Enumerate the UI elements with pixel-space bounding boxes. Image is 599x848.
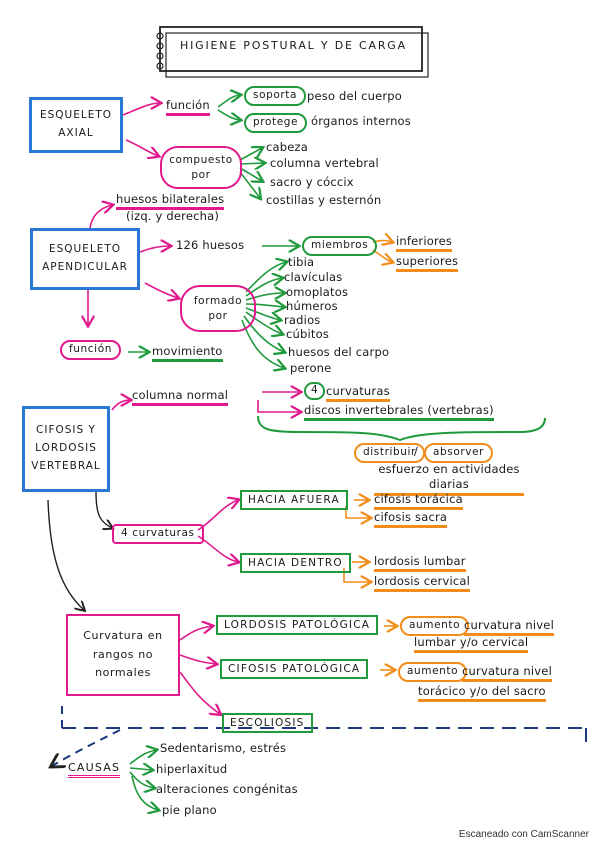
page-title: HIGIENE POSTURAL Y DE CARGA <box>180 39 407 52</box>
compuesto-pill: compuesto por <box>160 146 242 190</box>
hacia-dentro-box: HACIA DENTRO <box>240 553 351 573</box>
curvatura-anormal-label: Curvatura en rangos no normales <box>83 628 163 680</box>
miembros-pill: miembros <box>302 236 378 256</box>
title-frame <box>156 26 429 78</box>
cifosis-lordosis-box: CIFOSIS Y LORDOSIS VERTEBRAL <box>22 406 110 492</box>
causa-0: Sedentarismo, estrés <box>160 741 287 755</box>
axial-part-1: columna vertebral <box>270 156 379 170</box>
aumento-cifosis-pill: aumento <box>398 662 468 682</box>
scanner-watermark: Escaneado con CamScanner <box>458 829 589 840</box>
columna-normal-label: columna normal <box>132 389 229 406</box>
cifosis-patologica-box: CIFOSIS PATOLÓGICA <box>220 659 369 679</box>
protege-pill: protege <box>244 113 308 133</box>
cifosis-lordosis-label: CIFOSIS Y LORDOSIS VERTEBRAL <box>31 424 101 472</box>
apendicular-part-3: húmeros <box>286 299 338 313</box>
discos-label: discos invertebrales (vertebras) <box>304 404 494 421</box>
cifosis-desc-1: curvatura nivel <box>462 665 552 682</box>
movimiento-label: movimiento <box>152 345 223 362</box>
cifosis-sacra: cifosis sacra <box>374 511 448 528</box>
cuatro-pill: 4 <box>304 382 326 400</box>
absorver-pill: absorver <box>424 443 494 463</box>
lordosis-desc-2: lumbar y/o cervical <box>414 636 529 653</box>
axial-part-0: cabeza <box>266 140 309 154</box>
apendicular-part-4: radios <box>284 313 321 327</box>
huesos-count: 126 huesos <box>176 238 245 252</box>
funcion-axial: función <box>166 99 210 116</box>
cifosis-toracica: cifosis torácica <box>374 493 463 510</box>
causa-3: pie plano <box>162 803 217 817</box>
soporta-pill: soporta <box>244 86 307 106</box>
formado-pill: formado por <box>180 285 256 333</box>
distribuir-pill: distribuir <box>354 443 425 463</box>
causas-label: CAUSAS <box>68 762 121 778</box>
esqueleto-apendicular-label: ESQUELETO APENDICULAR <box>42 243 128 273</box>
apendicular-part-5: cúbitos <box>286 327 330 341</box>
apendicular-part-0: tibia <box>288 255 315 269</box>
causa-1: hiperlaxitud <box>156 762 228 776</box>
apendicular-part-7: perone <box>290 361 332 375</box>
curvatura-anormal-box: Curvatura en rangos no normales <box>66 614 180 696</box>
apendicular-part-2: omoplatos <box>286 285 349 299</box>
miembros-superiores: superiores <box>396 255 459 272</box>
soporta-desc: peso del cuerpo <box>307 89 403 103</box>
lordosis-desc-1: curvatura nivel <box>464 619 554 636</box>
formado-label: formado por <box>193 295 243 322</box>
esfuerzo-label: esfuerzo en actividades diarias <box>374 462 524 496</box>
curvaturas-label: curvaturas <box>326 385 390 402</box>
apendicular-part-6: huesos del carpo <box>288 345 390 359</box>
lordosis-patologica-box: LORDOSIS PATOLÓGICA <box>216 615 379 635</box>
lordosis-lumbar: lordosis lumbar <box>374 555 466 572</box>
protege-desc: órganos internos <box>311 114 411 128</box>
axial-part-3: costillas y esternón <box>266 193 382 207</box>
slash-separator: / <box>414 444 419 458</box>
huesos-bilaterales-line1: huesos bilaterales <box>116 193 225 210</box>
huesos-bilaterales-line2: (izq. y derecha) <box>126 209 220 223</box>
miembros-inferiores: inferiores <box>396 235 453 252</box>
cuatro-curvaturas-pill: 4 curvaturas <box>112 524 204 544</box>
escoliosis-box: ESCOLIOSIS <box>222 713 313 733</box>
compuesto-label: compuesto por <box>169 154 233 181</box>
funcion-apendicular-pill: función <box>60 340 121 360</box>
esqueleto-axial-label: ESQUELETO AXIAL <box>39 109 113 139</box>
axial-part-2: sacro y cóccix <box>270 175 354 189</box>
causa-2: alteraciones congénitas <box>156 782 298 796</box>
hacia-afuera-box: HACIA AFUERA <box>240 490 348 510</box>
esqueleto-axial-box: ESQUELETO AXIAL <box>29 97 123 153</box>
aumento-lordosis-pill: aumento <box>400 616 470 636</box>
lordosis-cervical: lordosis cervical <box>374 575 471 592</box>
cifosis-desc-2: torácico y/o del sacro <box>418 685 546 702</box>
apendicular-part-1: clavículas <box>284 270 343 284</box>
esqueleto-apendicular-box: ESQUELETO APENDICULAR <box>30 228 140 290</box>
